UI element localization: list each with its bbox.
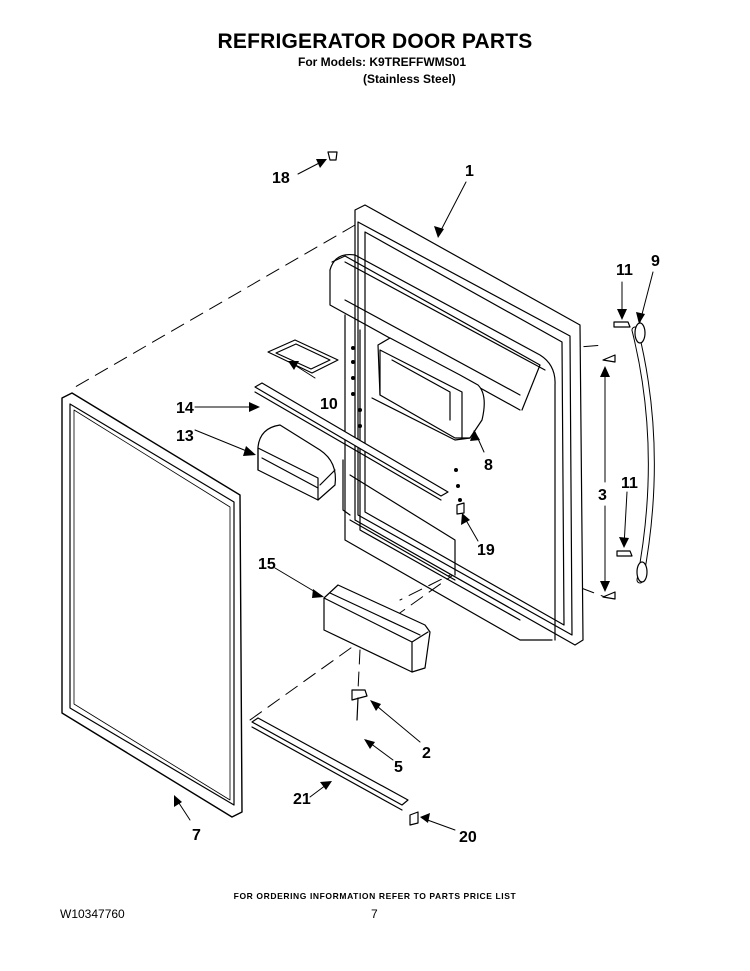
leader-lines xyxy=(174,159,654,831)
callout-8: 8 xyxy=(484,457,493,474)
callout-19: 19 xyxy=(477,542,495,559)
small-cover xyxy=(267,339,339,374)
callout-3: 3 xyxy=(598,487,607,504)
callout-11-upper: 11 xyxy=(616,262,633,279)
arrow-heads xyxy=(174,159,645,823)
models-line: For Models: K9TREFFWMS01 xyxy=(298,55,467,69)
callout-13: 13 xyxy=(176,428,194,445)
ordering-note: FOR ORDERING INFORMATION REFER TO PARTS … xyxy=(233,891,517,901)
lower-door-bin xyxy=(323,584,431,673)
finish-line: (Stainless Steel) xyxy=(363,72,456,86)
document-number: W10347760 xyxy=(60,907,125,921)
callout-9: 9 xyxy=(651,253,660,270)
shelf-rail xyxy=(254,382,449,501)
page-title: REFRIGERATOR DOOR PARTS xyxy=(217,30,533,53)
callout-7: 7 xyxy=(192,827,201,844)
callout-11-lower: 11 xyxy=(621,475,638,492)
hinge-screw xyxy=(351,689,368,721)
callout-18: 18 xyxy=(272,170,290,187)
callout-20: 20 xyxy=(459,829,477,846)
callout-2: 2 xyxy=(422,745,431,762)
plug xyxy=(327,151,338,161)
door-gasket xyxy=(61,392,243,818)
dispenser-housing xyxy=(371,337,485,441)
latch xyxy=(456,502,465,515)
callout-14: 14 xyxy=(176,400,194,417)
callout-1: 1 xyxy=(465,163,474,180)
door-handle xyxy=(631,322,655,584)
handle-screws xyxy=(602,321,633,600)
callout-15: 15 xyxy=(258,556,276,573)
page-number: 7 xyxy=(371,907,378,921)
bottom-trim xyxy=(251,717,409,811)
callout-numbers: 1 2 3 5 7 8 9 10 11 11 13 14 15 18 19 20… xyxy=(176,163,660,846)
clip xyxy=(409,811,419,826)
callout-21: 21 xyxy=(293,791,311,808)
callout-5: 5 xyxy=(394,759,403,776)
callout-10: 10 xyxy=(320,396,338,413)
shelf-bin xyxy=(257,424,337,501)
